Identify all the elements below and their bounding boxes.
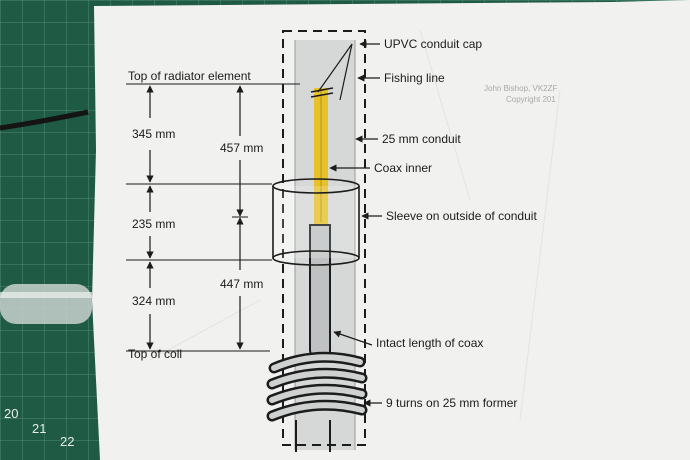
label-intact-coax: Intact length of coax (376, 336, 483, 350)
label-cap: UPVC conduit cap (384, 37, 482, 51)
ruler-number: 22 (60, 434, 74, 449)
label-top-coil: Top of coil (128, 347, 182, 361)
conduit-cap-outline (282, 30, 366, 446)
label-conduit: 25 mm conduit (382, 132, 461, 146)
sleeve-bottom-rim (272, 250, 360, 266)
paper-creases (149, 29, 561, 421)
dim-label-457: 457 mm (220, 141, 263, 155)
label-coax-inner: Coax inner (374, 161, 432, 175)
sleeve-fill (273, 186, 359, 258)
leader-arrow (333, 330, 373, 346)
black-cable (0, 109, 89, 131)
mat-ruler-numbers: 20 21 22 (4, 406, 74, 449)
label-fishing-line: Fishing line (384, 71, 445, 85)
copyright-line: Copyright 201 (506, 95, 556, 104)
tube-highlight (0, 292, 92, 298)
label-sleeve: Sleeve on outside of conduit (386, 209, 537, 223)
copyright-line: John Bishop, VK2ZF (484, 84, 557, 93)
dim-label-447: 447 mm (220, 277, 263, 291)
fishing-line-knot (310, 87, 334, 98)
label-turns: 9 turns on 25 mm former (386, 396, 517, 410)
dim-label-235: 235 mm (132, 217, 175, 231)
dim-label-324: 324 mm (132, 294, 175, 308)
dim-label-345: 345 mm (132, 127, 175, 141)
clear-tube (0, 284, 92, 324)
coil (266, 351, 368, 452)
ruler-number: 20 (4, 406, 18, 421)
fishing-line (317, 43, 353, 101)
label-top-radiator: Top of radiator element (128, 69, 251, 83)
ruler-number: 21 (32, 421, 46, 436)
